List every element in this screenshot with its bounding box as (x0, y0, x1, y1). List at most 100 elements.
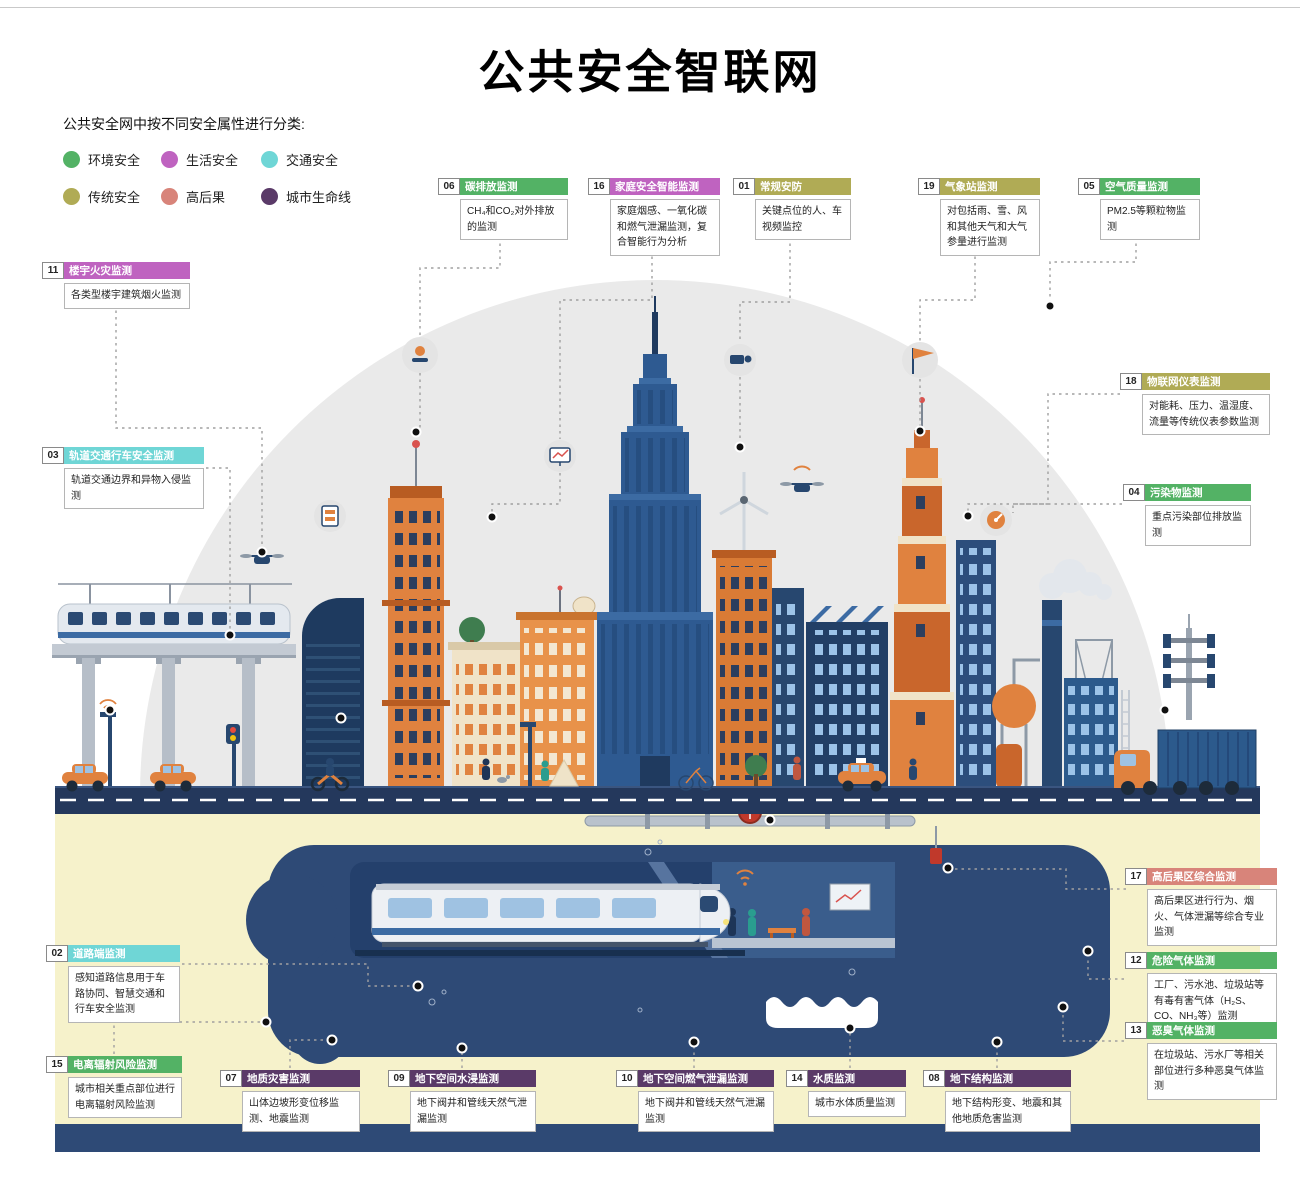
callout-title: 电离辐射风险监测 (68, 1056, 182, 1073)
legend-label: 城市生命线 (286, 190, 352, 205)
callout-title: 高后果区综合监测 (1147, 868, 1277, 885)
callout-title: 危险气体监测 (1147, 952, 1277, 969)
callout-title: 地下空间燃气泄漏监测 (638, 1070, 774, 1087)
bubbles (428, 839, 856, 1013)
legend-item-lifeline: 城市生命线 (261, 187, 381, 206)
callout-title: 污染物监测 (1145, 484, 1251, 501)
callout-number: 11 (42, 262, 64, 279)
callout-desc: 工厂、污水池、垃圾站等有毒有害气体（H₂S、CO、NH₃等）监测 (1147, 973, 1277, 1030)
solar-building (806, 606, 888, 788)
callout-title: 气象站监测 (940, 178, 1040, 195)
striped-tower (890, 397, 954, 788)
environment-color-dot (63, 151, 80, 168)
callout-number: 09 (388, 1070, 410, 1087)
callout-number: 13 (1125, 1022, 1147, 1039)
legend-grid: 环境安全 生活安全 交通安全 传统安全 高后果 城市生命线 (63, 150, 381, 206)
orange-mid-building (516, 585, 598, 788)
callout-number: 05 (1078, 178, 1100, 195)
taxi (838, 758, 886, 792)
callout-desc: CH₄和CO₂对外排放的监测 (460, 199, 568, 240)
callout-desc: 各类型楼宇建筑烟火监测 (64, 283, 190, 309)
legend-item-traditional: 传统安全 (63, 187, 161, 206)
wifi-icon (736, 869, 754, 880)
callout-title: 空气质量监测 (1100, 178, 1200, 195)
callout-desc: 家庭烟感、一氧化碳和燃气泄漏监测，复合智能行为分析 (610, 199, 720, 256)
legend-label: 生活安全 (186, 153, 239, 168)
callout-desc: 地下阀井和管线天然气泄漏监测 (638, 1091, 774, 1132)
wind-turbine-hub (740, 496, 748, 504)
callout-desc: 轨道交通边界和异物入侵监测 (64, 468, 204, 509)
legend-label: 环境安全 (88, 153, 141, 168)
traffic-color-dot (261, 151, 278, 168)
water-body (766, 997, 878, 1028)
legend-label: 交通安全 (286, 153, 339, 168)
callout-title: 道路端监测 (68, 945, 180, 962)
legend-label: 传统安全 (88, 190, 141, 205)
callout-title: 地下空间水浸监测 (410, 1070, 536, 1087)
callout-desc: 重点污染部位排放监测 (1145, 505, 1251, 546)
underground-sensor (930, 848, 942, 864)
callout-number: 07 (220, 1070, 242, 1087)
meter-icon (314, 500, 346, 532)
page-title: 公共安全智联网 (478, 46, 822, 98)
motorcycle (310, 758, 350, 792)
callout-title: 地质灾害监测 (242, 1070, 360, 1087)
callout-title: 恶臭气体监测 (1147, 1022, 1277, 1039)
street-tent (549, 758, 579, 787)
legend-label: 高后果 (186, 190, 226, 205)
callout-number: 04 (1123, 484, 1145, 501)
legend-item-environment: 环境安全 (63, 150, 161, 169)
bicycle (678, 767, 714, 791)
legend: 公共安全网中按不同安全属性进行分类: 环境安全 生活安全 交通安全 传统安全 高… (63, 114, 381, 206)
callout-number: 19 (918, 178, 940, 195)
legend-title: 公共安全网中按不同安全属性进行分类: (63, 116, 305, 132)
fire-sensor-icon (402, 337, 438, 373)
callout-number: 03 (42, 447, 64, 464)
callout-desc: 城市相关重点部位进行电离辐射风险监测 (68, 1077, 182, 1118)
callout-number: 16 (588, 178, 610, 195)
callout-number: 10 (616, 1070, 638, 1087)
blue-building (1064, 678, 1130, 788)
callout-desc: 关键点位的人、车视频监控 (755, 199, 851, 240)
callout-desc: 对能耗、压力、温湿度、流量等传统仪表参数监测 (1142, 394, 1270, 435)
callout-title: 碳排放监测 (460, 178, 568, 195)
callout-desc: 城市水体质量监测 (808, 1091, 906, 1117)
callout-title: 楼宇火灾监测 (64, 262, 190, 279)
platform-bench (768, 928, 796, 933)
platform-info-screen (829, 883, 871, 911)
callout-title: 地下结构监测 (945, 1070, 1071, 1087)
callout-title: 家庭安全智能监测 (610, 178, 720, 195)
metro-train (355, 883, 745, 956)
callout-number: 14 (786, 1070, 808, 1087)
top-divider (0, 7, 1300, 8)
underground-zone (55, 798, 1260, 1152)
callout-desc: 对包括雨、雪、风和其他天气和大气参量进行监测 (940, 199, 1040, 256)
callout-desc: 高后果区进行行为、烟火、气体泄漏等综合专业监测 (1147, 889, 1277, 946)
callout-number: 08 (923, 1070, 945, 1087)
car (62, 764, 108, 792)
turbine-building (712, 472, 776, 788)
central-skyscraper (597, 296, 713, 788)
callout-number: 12 (1125, 952, 1147, 969)
callout-title: 轨道交通行车安全监测 (64, 447, 204, 464)
legend-item-traffic: 交通安全 (261, 150, 381, 169)
callout-number: 02 (46, 945, 68, 962)
telecom-mast (1163, 614, 1215, 720)
callout-title: 水质监测 (808, 1070, 906, 1087)
callout-number: 06 (438, 178, 460, 195)
callout-title: 物联网仪表监测 (1142, 373, 1270, 390)
callout-desc: 在垃圾站、污水厂等相关部位进行多种恶臭气体监测 (1147, 1043, 1277, 1100)
callout-desc: 山体边坡形变位移监测、地震监测 (242, 1091, 360, 1132)
